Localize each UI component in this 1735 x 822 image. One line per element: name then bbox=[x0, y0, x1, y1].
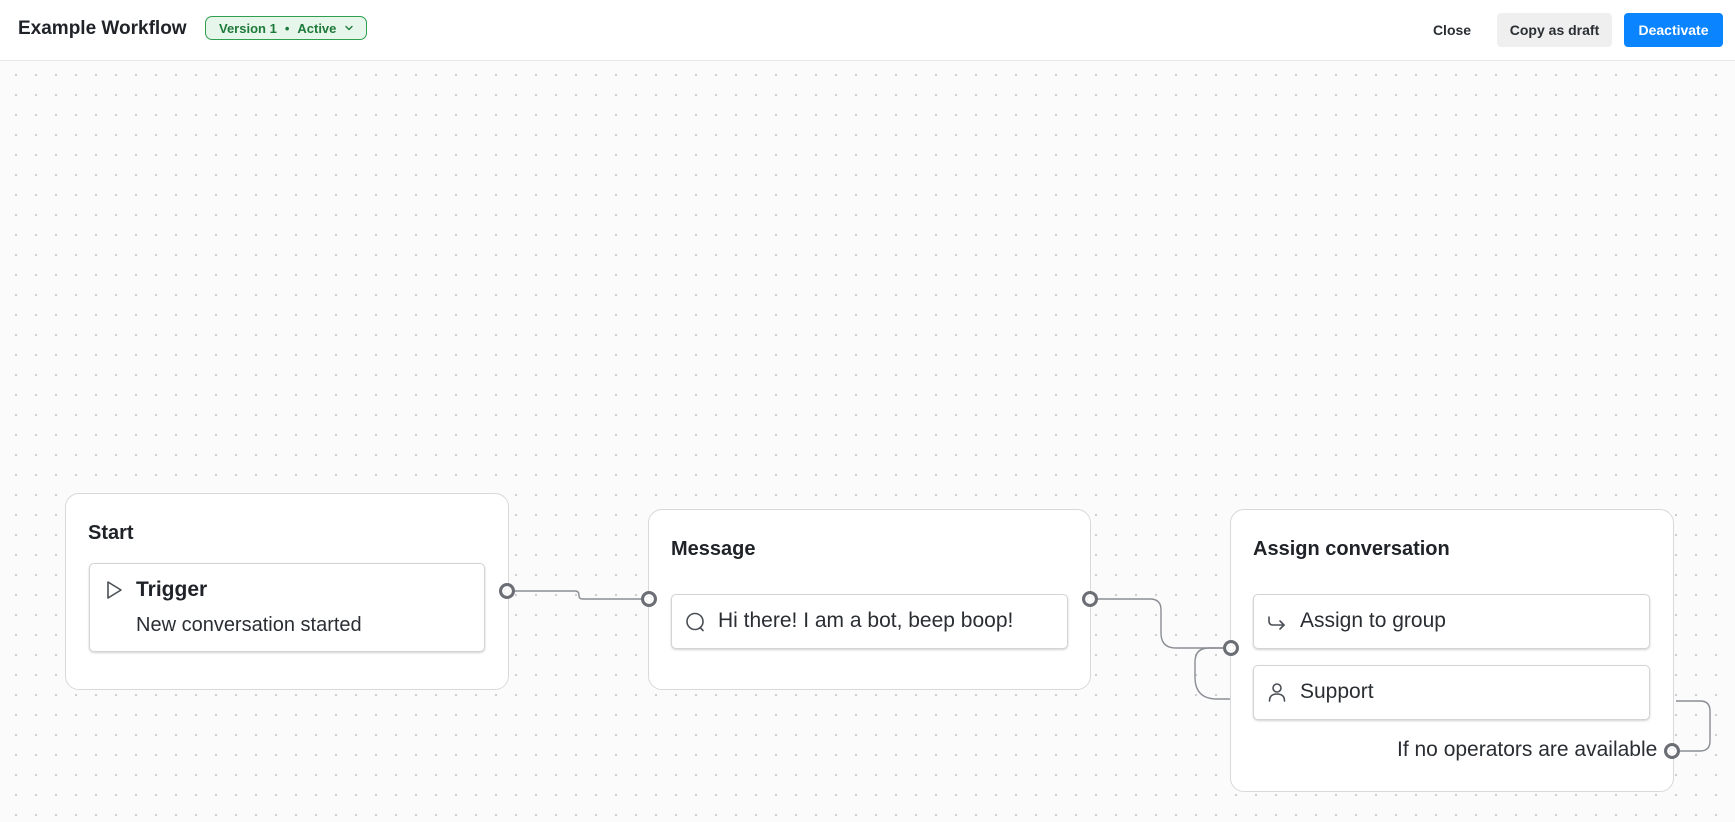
deactivate-button[interactable]: Deactivate bbox=[1624, 13, 1723, 47]
trigger-label: Trigger bbox=[136, 578, 208, 601]
assign-node-title: Assign conversation bbox=[1253, 538, 1450, 560]
support-group-label: Support bbox=[1300, 680, 1374, 703]
start-node-title: Start bbox=[88, 522, 134, 544]
assign-input-port[interactable] bbox=[1223, 640, 1239, 656]
copy-as-draft-button[interactable]: Copy as draft bbox=[1497, 13, 1612, 47]
edge-message-to-assign bbox=[1090, 598, 1231, 649]
message-input-port[interactable] bbox=[641, 591, 657, 607]
chevron-down-icon bbox=[345, 25, 354, 31]
edge-loop-back bbox=[1194, 647, 1231, 700]
connection-lines bbox=[507, 590, 1711, 752]
top-bar: Example Workflow Version 1 • Active Clos… bbox=[0, 0, 1735, 61]
forward-arrow-icon bbox=[1268, 616, 1285, 630]
message-text: Hi there! I am a bot, beep boop! bbox=[718, 609, 1014, 632]
version-dropdown[interactable]: Version 1 • Active bbox=[205, 16, 368, 40]
message-node-title: Message bbox=[671, 538, 756, 560]
edge-fallback-out bbox=[1672, 700, 1711, 752]
support-group-card[interactable]: Support bbox=[1253, 665, 1650, 720]
assign-action-label: Assign to group bbox=[1300, 609, 1446, 632]
chat-bubble-icon bbox=[686, 612, 704, 632]
message-card[interactable]: Hi there! I am a bot, beep boop! bbox=[671, 594, 1068, 649]
fallback-label: If no operators are available bbox=[1397, 738, 1658, 761]
status-label: Active bbox=[297, 20, 337, 36]
start-node[interactable]: Start Trigger New conversation started bbox=[65, 493, 509, 690]
workflow-title: Example Workflow bbox=[18, 18, 187, 39]
message-node[interactable]: Message Hi there! I am a bot, beep boop! bbox=[648, 509, 1091, 690]
workflow-canvas[interactable]: Start Trigger New conversation started M… bbox=[0, 61, 1735, 822]
version-separator: • bbox=[284, 20, 290, 36]
edge-start-to-message bbox=[507, 590, 649, 600]
message-output-port[interactable] bbox=[1082, 591, 1098, 607]
user-icon bbox=[1268, 683, 1286, 702]
assign-to-group-card[interactable]: Assign to group bbox=[1253, 594, 1650, 649]
trigger-value: New conversation started bbox=[136, 614, 362, 636]
close-button[interactable]: Close bbox=[1432, 22, 1472, 38]
assign-conversation-node[interactable]: Assign conversation Assign to group Supp… bbox=[1230, 509, 1674, 792]
start-output-port[interactable] bbox=[499, 583, 515, 599]
fallback-output-port[interactable] bbox=[1664, 743, 1680, 759]
trigger-card[interactable]: Trigger New conversation started bbox=[89, 563, 485, 652]
version-label: Version 1 bbox=[219, 20, 277, 36]
play-icon bbox=[107, 581, 122, 599]
